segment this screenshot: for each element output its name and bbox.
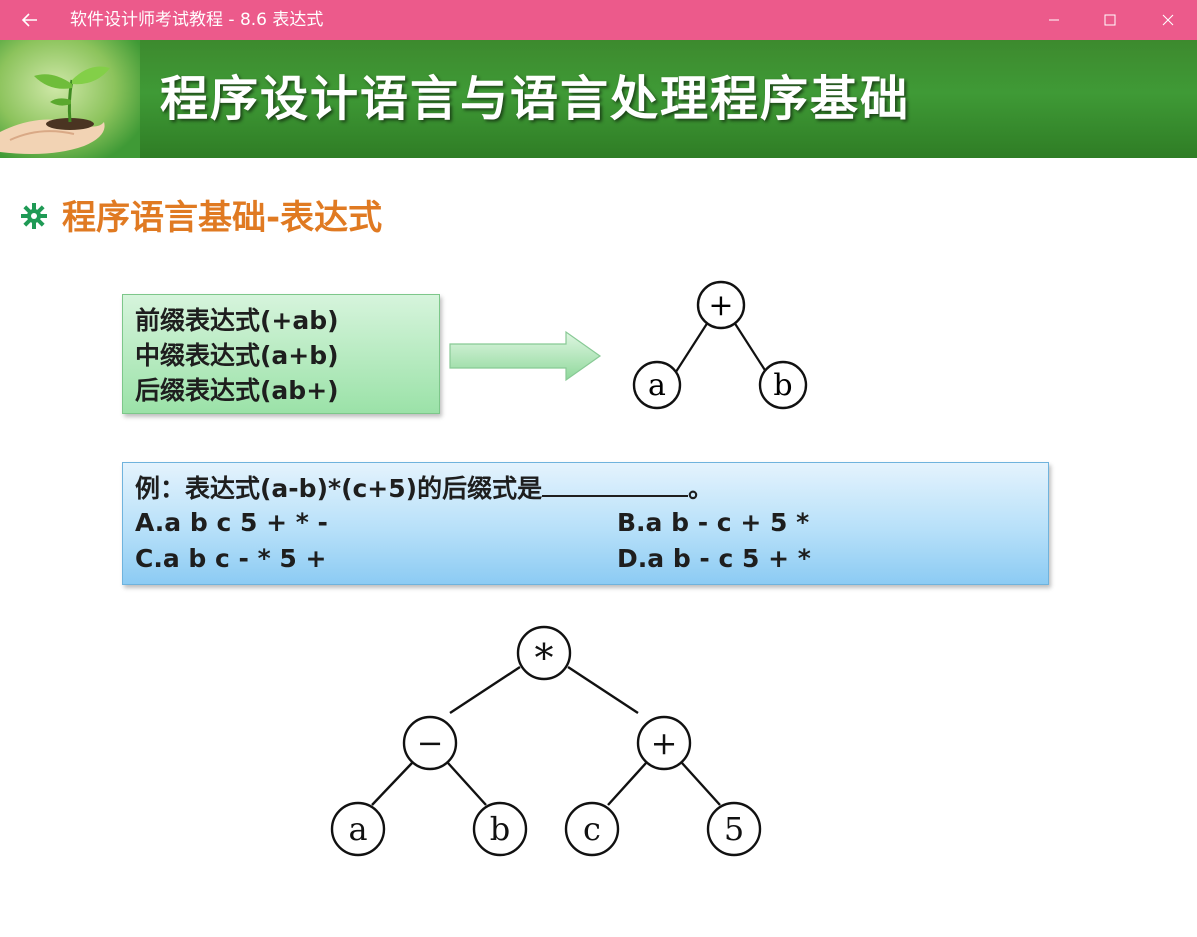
options-row-1: A.a b c 5 + * - B.a b - c + 5 *: [135, 505, 1048, 541]
expression-tree-large: * − + a b c 5: [330, 625, 762, 857]
tree-edge: [681, 762, 721, 806]
tree-node-minus: [402, 715, 458, 771]
gear-bullet-icon: [21, 203, 47, 229]
seedling-hand-image: [0, 40, 140, 158]
maximize-icon: [1104, 14, 1116, 26]
tree-node-left: [632, 360, 682, 410]
tree-node-root: [516, 625, 572, 681]
window-title: 软件设计师考试教程 - 8.6 表达式: [70, 10, 324, 30]
tree-node-a-label: a: [348, 810, 367, 848]
question-stem-end: 。: [688, 474, 714, 503]
tree-node-root: [696, 280, 746, 330]
tree-edge: [567, 665, 639, 715]
prefix-expression: 前缀表达式(+ab): [135, 306, 339, 335]
section-title: 程序语言基础-表达式: [62, 198, 383, 238]
minimize-button[interactable]: [1026, 0, 1082, 40]
back-button[interactable]: [18, 8, 42, 32]
tree-edge: [449, 665, 521, 715]
option-b: B.a b - c + 5 *: [617, 508, 810, 537]
slide-content: 程序语言基础-表达式 前缀表达式(+ab) 中缀表达式(a+b) 后缀表达式(a…: [0, 158, 1197, 937]
tree-node-plus-label: +: [651, 724, 678, 762]
tree-node-c-label: c: [583, 810, 601, 848]
tree-edge: [607, 762, 647, 806]
tree-node-b: [472, 801, 528, 857]
close-button[interactable]: [1140, 0, 1196, 40]
banner-title: 程序设计语言与语言处理程序基础: [160, 71, 911, 127]
answer-blank: [542, 469, 689, 497]
tree-edge: [733, 321, 771, 379]
expression-tree-small: + a b: [632, 280, 808, 410]
tree-node-5: [706, 801, 762, 857]
tree-edge: [447, 762, 487, 806]
tree-node-minus-label: −: [417, 724, 444, 762]
question-stem: 例：表达式(a-b)*(c+5)的后缀式是: [135, 474, 543, 503]
tree-node-a: [330, 801, 386, 857]
question-box: 例：表达式(a-b)*(c+5)的后缀式是 。 A.a b c 5 + * - B…: [122, 462, 1049, 585]
option-c: C.a b c - * 5 +: [135, 544, 327, 573]
maximize-button[interactable]: [1082, 0, 1138, 40]
option-a: A.a b c 5 + * -: [135, 508, 328, 537]
tree-node-left-label: a: [648, 368, 666, 403]
arrow-left-icon: [21, 13, 37, 27]
tree-node-root-label: +: [708, 288, 733, 323]
tree-edge: [671, 321, 709, 379]
tree-node-right: [758, 360, 808, 410]
window-titlebar: 软件设计师考试教程 - 8.6 表达式: [0, 0, 1197, 40]
option-d: D.a b - c 5 + *: [617, 544, 811, 573]
tree-edge: [371, 762, 413, 806]
tree-node-right-label: b: [773, 368, 792, 403]
infix-expression: 中缀表达式(a+b): [135, 341, 339, 370]
question-stem-line: 例：表达式(a-b)*(c+5)的后缀式是 。: [135, 469, 1048, 505]
tree-node-b-label: b: [490, 810, 510, 848]
minimize-icon: [1049, 19, 1059, 21]
slide-banner: 程序设计语言与语言处理程序基础: [0, 40, 1197, 158]
tree-node-plus: [636, 715, 692, 771]
expression-notation-box: 前缀表达式(+ab) 中缀表达式(a+b) 后缀表达式(ab+): [122, 294, 440, 414]
tree-node-5-label: 5: [724, 810, 744, 848]
tree-node-root-label: *: [535, 636, 554, 680]
tree-node-c: [564, 801, 620, 857]
options-row-2: C.a b c - * 5 + D.a b - c 5 + *: [135, 541, 1048, 577]
postfix-expression: 后缀表达式(ab+): [135, 376, 339, 405]
close-icon: [1162, 14, 1174, 26]
right-arrow-icon: [449, 330, 602, 382]
